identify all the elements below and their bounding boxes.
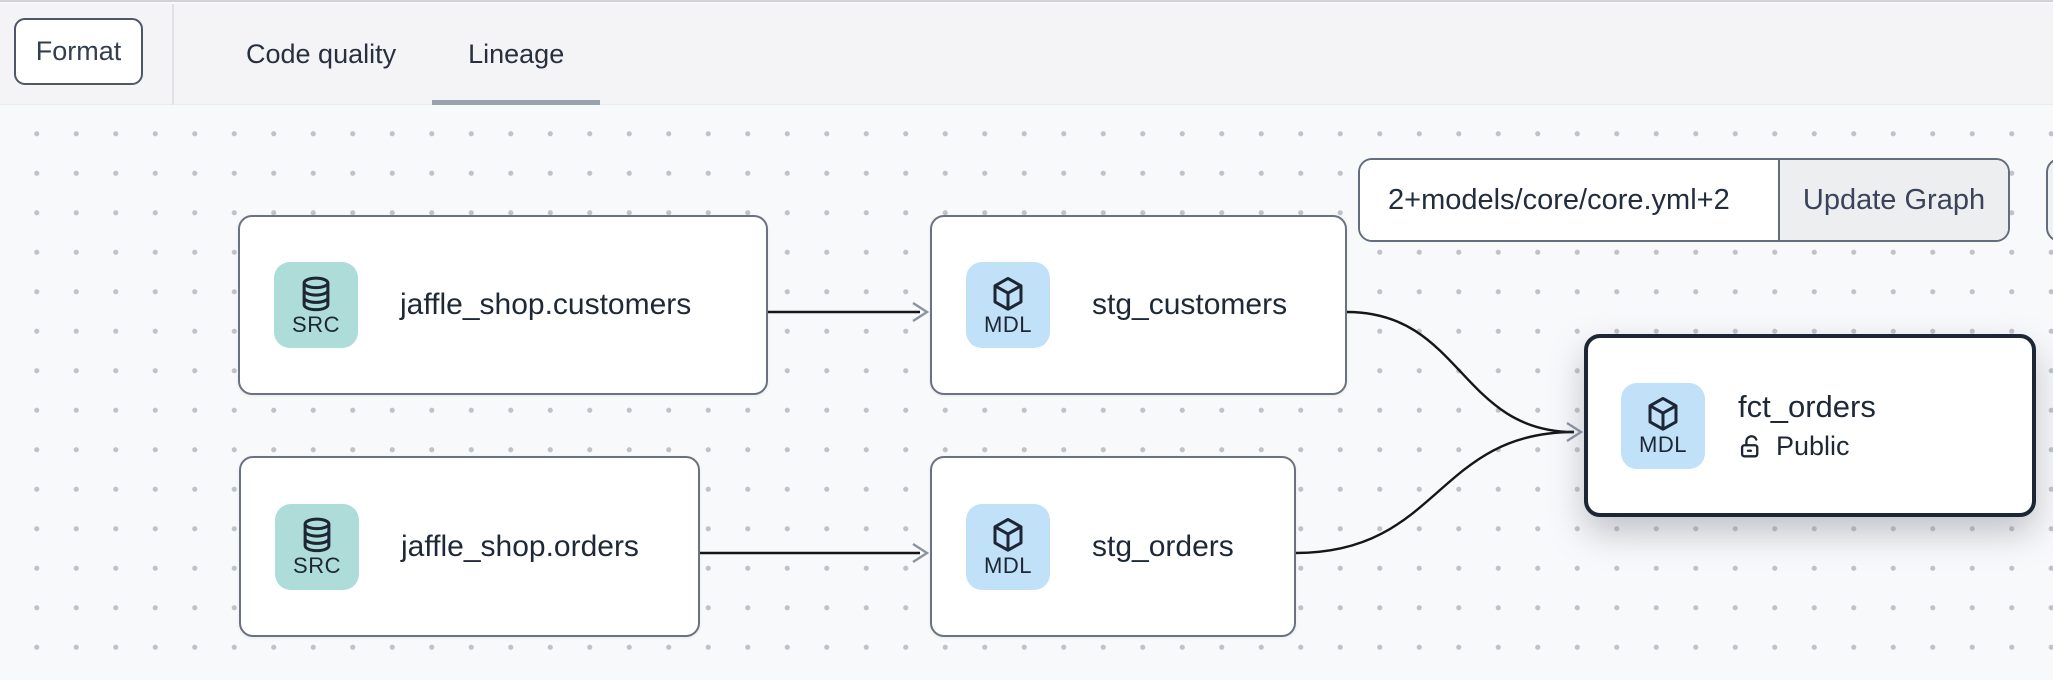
node-jaffle-shop-customers[interactable]: SRC jaffle_shop.customers <box>238 215 768 395</box>
lock-open-icon <box>1740 434 1759 457</box>
node-title: stg_orders <box>1092 529 1234 563</box>
node-stg-customers[interactable]: MDL stg_customers <box>930 215 1347 395</box>
badge-label: MDL <box>1639 432 1687 457</box>
badge-label: SRC <box>293 553 341 578</box>
node-title: jaffle_shop.orders <box>401 529 639 563</box>
cube-icon <box>993 517 1023 552</box>
tab-bar: Code quality Lineage <box>210 4 601 105</box>
access-label: Public <box>1776 431 1850 461</box>
database-icon <box>303 517 331 553</box>
node-jaffle-shop-orders[interactable]: SRC jaffle_shop.orders <box>239 456 700 637</box>
badge-label: MDL <box>984 553 1032 578</box>
node-stg-orders[interactable]: MDL stg_orders <box>930 456 1296 637</box>
cube-icon <box>1648 396 1678 431</box>
update-graph-button[interactable]: Update Graph <box>1778 160 2008 240</box>
header-bar: Format Code quality Lineage <box>0 4 2053 105</box>
node-title: fct_orders <box>1738 389 1876 424</box>
src-badge: SRC <box>274 262 358 348</box>
selector-input[interactable] <box>1360 160 1778 240</box>
mdl-badge: MDL <box>1621 382 1705 469</box>
src-badge: SRC <box>275 503 359 590</box>
node-title-block: fct_orders Public <box>1738 389 1876 462</box>
mdl-badge: MDL <box>966 503 1050 590</box>
mdl-badge: MDL <box>966 262 1050 348</box>
tab-code-quality[interactable]: Code quality <box>246 39 397 69</box>
badge-label: MDL <box>984 311 1032 337</box>
clipped-right-control[interactable] <box>2046 158 2053 242</box>
database-icon <box>302 276 330 311</box>
active-tab-indicator <box>432 100 601 105</box>
badge-label: SRC <box>292 311 340 337</box>
node-fct-orders-selected[interactable]: MDL fct_orders Public <box>1584 334 2036 517</box>
header-divider <box>172 4 174 105</box>
tab-lineage[interactable]: Lineage <box>432 4 601 105</box>
graph-selector-group: Update Graph <box>1358 158 2010 242</box>
tab-lineage-label: Lineage <box>468 39 565 69</box>
format-button[interactable]: Format <box>14 18 143 85</box>
cube-icon <box>993 276 1023 311</box>
access-row: Public <box>1738 431 1876 462</box>
node-title: jaffle_shop.customers <box>400 288 692 321</box>
node-title: stg_customers <box>1092 288 1288 321</box>
